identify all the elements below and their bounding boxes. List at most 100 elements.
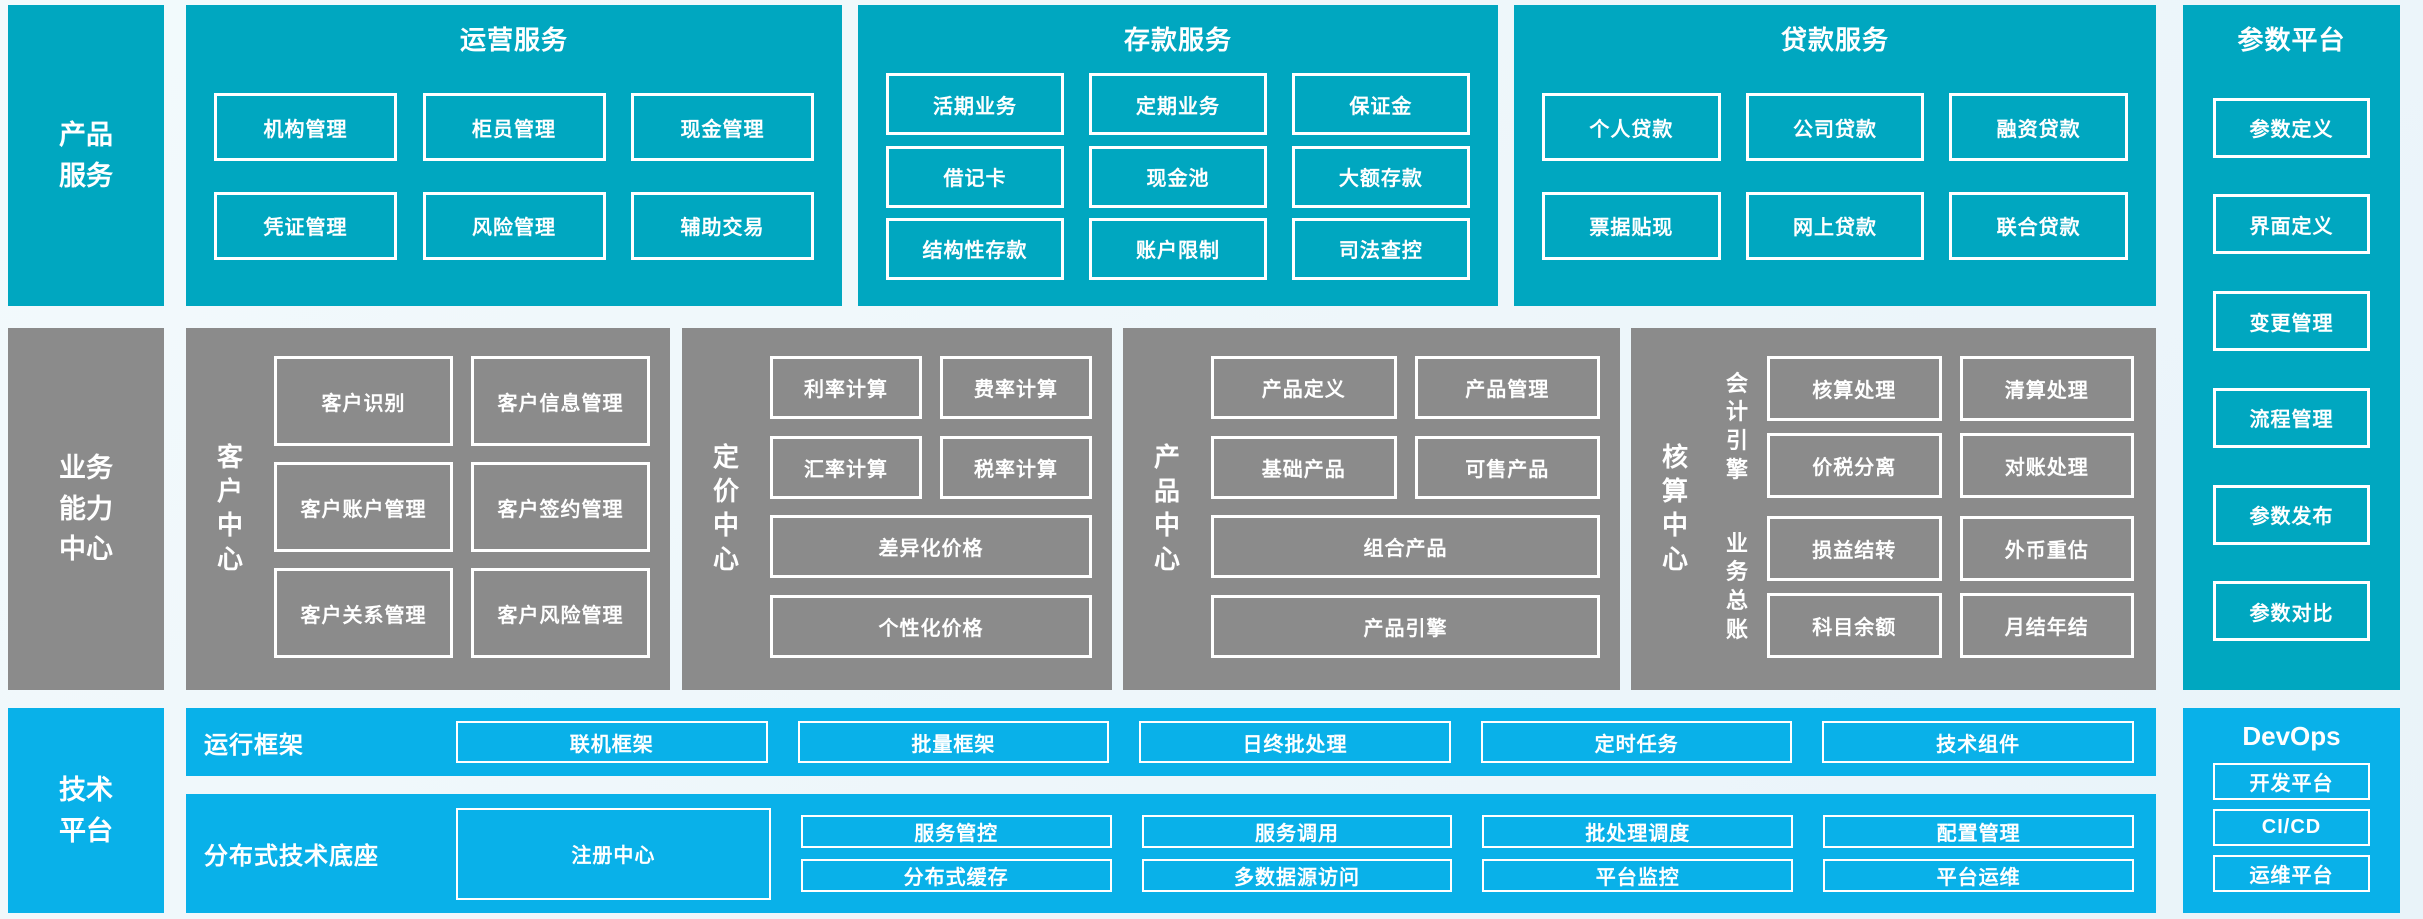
- distributed-column: 配置管理平台运维: [1823, 815, 2134, 892]
- center-item: 可售产品: [1414, 435, 1600, 499]
- service-item: 现金池: [1088, 145, 1268, 208]
- registry-center-box: 注册中心: [456, 807, 771, 900]
- service-item: 现金管理: [631, 93, 814, 162]
- service-item: 借记卡: [886, 145, 1065, 208]
- center-label-text: 定价中心: [712, 442, 739, 574]
- param-item: 界面定义: [2213, 194, 2370, 255]
- center-item: 科目余额: [1767, 593, 1942, 658]
- service-row: 票据贴现网上贷款联合贷款: [1542, 191, 2128, 260]
- label-product-services-text: 产品服务: [58, 120, 113, 191]
- service-item: 联合贷款: [1949, 191, 2128, 260]
- center-row: 差异化价格: [770, 515, 1092, 579]
- center-item: 外币重估: [1959, 516, 2134, 581]
- service-box-deposit: 存款服务 活期业务定期业务保证金借记卡现金池大额存款结构性存款账户限制司法查控: [858, 5, 1498, 306]
- devops-item: 运维平台: [2213, 855, 2370, 892]
- distributed-base-label: 分布式技术底座: [204, 843, 379, 870]
- group-label: 会计引擎: [1719, 356, 1755, 498]
- center-item: 对账处理: [1959, 433, 2134, 498]
- center-item: 差异化价格: [770, 515, 1092, 579]
- service-rows-loan: 个人贷款公司贷款融资贷款票据贴现网上贷款联合贷款: [1514, 63, 2156, 306]
- runtime-item: 联机框架: [456, 721, 768, 763]
- center-item: 客户风险管理: [471, 568, 650, 658]
- distributed-item: 分布式缓存: [800, 859, 1112, 892]
- service-item: 个人贷款: [1542, 93, 1721, 162]
- service-rows-deposit: 活期业务定期业务保证金借记卡现金池大额存款结构性存款账户限制司法查控: [858, 63, 1498, 306]
- service-row: 凭证管理风险管理辅助交易: [214, 191, 814, 260]
- center-items-pricing: 利率计算费率计算汇率计算税率计算差异化价格个性化价格: [770, 328, 1112, 690]
- label-tech-platform-text: 技术平台: [58, 775, 113, 846]
- center-item: 客户签约管理: [471, 462, 650, 552]
- center-row: 客户识别客户信息管理: [274, 356, 650, 446]
- center-item: 基础产品: [1211, 435, 1397, 499]
- center-item: 客户账户管理: [274, 462, 453, 552]
- service-item: 账户限制: [1088, 217, 1268, 280]
- service-item: 公司贷款: [1745, 93, 1925, 162]
- param-item: 参数定义: [2213, 97, 2370, 158]
- devops-items: 开发平台 CI/CD 运维平台: [2213, 754, 2370, 913]
- runtime-framework-label: 运行框架: [204, 731, 304, 759]
- center-item: 核算处理: [1767, 356, 1942, 421]
- service-item: 大额存款: [1291, 145, 1470, 208]
- service-row: 个人贷款公司贷款融资贷款: [1542, 93, 2128, 162]
- center-item: 清算处理: [1959, 356, 2134, 421]
- runtime-framework-row: 运行框架 联机框架批量框架日终批处理定时任务技术组件: [186, 708, 2156, 776]
- service-item: 柜员管理: [422, 93, 606, 162]
- center-box-pricing: 定价中心 利率计算费率计算汇率计算税率计算差异化价格个性化价格: [682, 328, 1112, 690]
- accounting-group: 会计引擎核算处理清算处理价税分离对账处理: [1719, 356, 2134, 498]
- center-item: 费率计算: [940, 356, 1092, 419]
- center-label: 客户中心: [186, 328, 274, 690]
- param-item: 流程管理: [2213, 387, 2370, 448]
- distributed-column: 服务调用多数据源访问: [1141, 815, 1453, 892]
- center-item: 月结年结: [1959, 593, 2134, 658]
- service-box-title: 贷款服务: [1780, 24, 1889, 55]
- center-label-text: 客户中心: [216, 442, 243, 574]
- service-item: 凭证管理: [214, 191, 397, 260]
- group-label-text: 会计引擎: [1725, 370, 1748, 482]
- center-row: 客户关系管理客户风险管理: [274, 568, 650, 658]
- service-item: 机构管理: [214, 93, 397, 162]
- devops-item: CI/CD: [2213, 809, 2370, 846]
- center-label: 核算中心: [1631, 328, 1719, 690]
- distributed-item: 多数据源访问: [1141, 859, 1453, 892]
- center-row: 组合产品: [1211, 515, 1600, 579]
- devops-item: 开发平台: [2213, 763, 2370, 800]
- center-item: 汇率计算: [770, 435, 922, 499]
- center-item: 利率计算: [770, 356, 922, 419]
- service-item: 结构性存款: [886, 217, 1065, 280]
- center-item: 产品管理: [1414, 356, 1600, 419]
- center-row: 价税分离对账处理: [1767, 433, 2134, 498]
- distributed-item: 服务管控: [800, 815, 1112, 848]
- label-product-services: 产品服务: [8, 5, 164, 306]
- group-rows: 损益结转外币重估科目余额月结年结: [1767, 516, 2134, 658]
- label-tech-platform: 技术平台: [8, 708, 164, 913]
- center-row: 损益结转外币重估: [1767, 516, 2134, 581]
- accounting-group: 业务总账损益结转外币重估科目余额月结年结: [1719, 516, 2134, 658]
- distributed-item: 服务调用: [1141, 815, 1453, 848]
- runtime-item: 技术组件: [1822, 721, 2134, 763]
- center-items-customer: 客户识别客户信息管理客户账户管理客户签约管理客户关系管理客户风险管理: [274, 328, 670, 690]
- center-row: 客户账户管理客户签约管理: [274, 462, 650, 552]
- center-label: 产品中心: [1123, 328, 1211, 690]
- center-groups-accounting: 会计引擎核算处理清算处理价税分离对账处理业务总账损益结转外币重估科目余额月结年结: [1719, 328, 2156, 690]
- center-row: 科目余额月结年结: [1767, 593, 2134, 658]
- runtime-framework-items: 联机框架批量框架日终批处理定时任务技术组件: [456, 721, 2134, 763]
- service-box-title: 运营服务: [459, 24, 568, 55]
- center-items-product: 产品定义产品管理基础产品可售产品组合产品产品引擎: [1211, 328, 1620, 690]
- center-item: 税率计算: [940, 435, 1092, 499]
- center-label-text: 核算中心: [1661, 442, 1688, 574]
- service-item: 风险管理: [422, 191, 606, 260]
- service-item: 活期业务: [886, 73, 1065, 136]
- service-box-title: 存款服务: [1123, 24, 1232, 55]
- center-row: 产品定义产品管理: [1211, 356, 1600, 419]
- center-box-accounting: 核算中心 会计引擎核算处理清算处理价税分离对账处理业务总账损益结转外币重估科目余…: [1631, 328, 2156, 690]
- service-box-loan: 贷款服务 个人贷款公司贷款融资贷款票据贴现网上贷款联合贷款: [1514, 5, 2156, 306]
- distributed-item: 批处理调度: [1482, 815, 1794, 848]
- center-row: 核算处理清算处理: [1767, 356, 2134, 421]
- center-item: 客户识别: [274, 356, 453, 446]
- distributed-column: 服务管控分布式缓存: [800, 815, 1112, 892]
- label-business-capability: 业务能力中心: [8, 328, 164, 690]
- param-item: 变更管理: [2213, 291, 2370, 352]
- service-rows-operations: 机构管理柜员管理现金管理凭证管理风险管理辅助交易: [186, 63, 842, 306]
- center-item: 产品引擎: [1211, 594, 1600, 658]
